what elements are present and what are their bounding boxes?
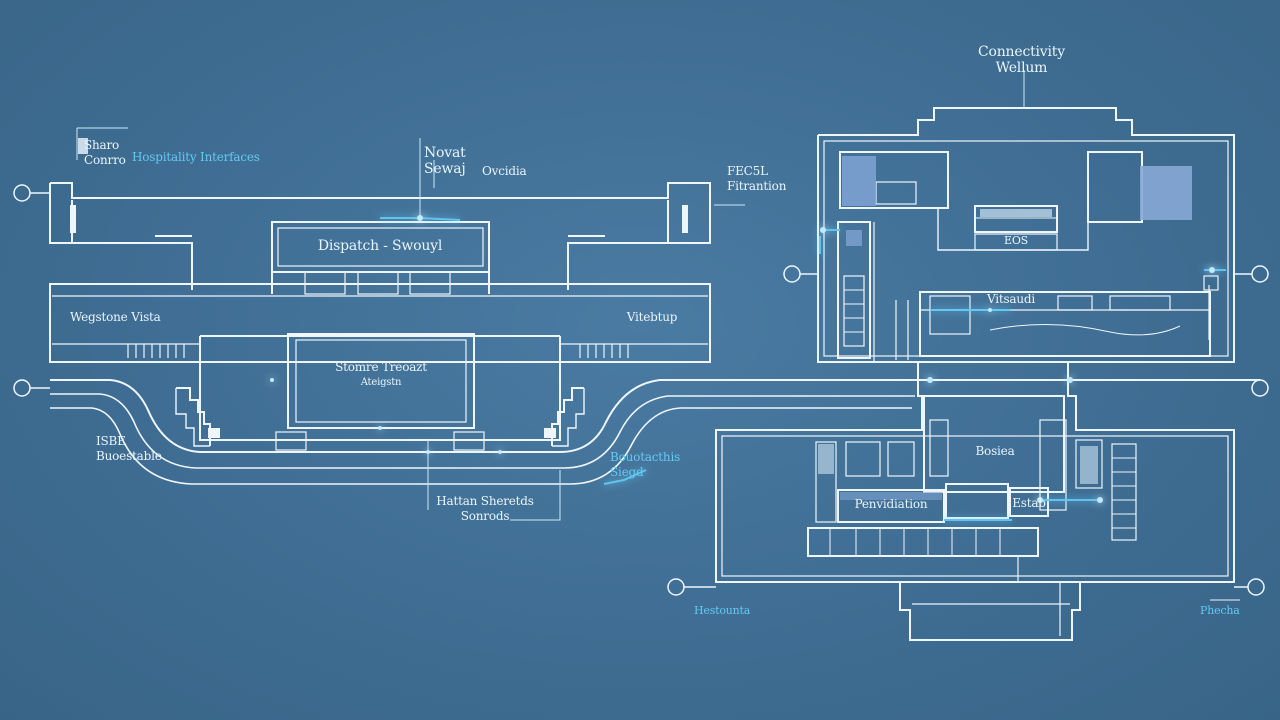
label-right-lower-2: Penvidiation bbox=[854, 497, 928, 511]
label-left-room: Wegstone Vista bbox=[70, 310, 161, 324]
label-far-bottom-right: Phecha bbox=[1200, 604, 1240, 617]
label-right-lower-1: Bosiea bbox=[975, 444, 1015, 458]
banner-label: Dispatch - Swouyl bbox=[317, 238, 443, 254]
label-ovcidia: Ovcidia bbox=[482, 164, 527, 178]
right-lower-building bbox=[667, 361, 1265, 641]
glow-accents bbox=[270, 215, 1226, 521]
right-upper-fills bbox=[842, 156, 1192, 246]
label-far-bottom-left: Hestounta bbox=[694, 604, 751, 617]
label-right-lower-3: Estab bbox=[1012, 496, 1046, 510]
right-lower-fills bbox=[818, 444, 1098, 500]
right-upper-building bbox=[783, 70, 1269, 397]
label-right-room: Vitebtup bbox=[626, 310, 678, 324]
left-building bbox=[13, 127, 1260, 521]
label-right-upper-room: Vitsaudi bbox=[986, 292, 1036, 306]
wall-marks bbox=[70, 138, 688, 438]
label-right-upper-small: EOS bbox=[1004, 234, 1028, 247]
label-hospitality: Hospitality Interfaces bbox=[132, 150, 260, 164]
